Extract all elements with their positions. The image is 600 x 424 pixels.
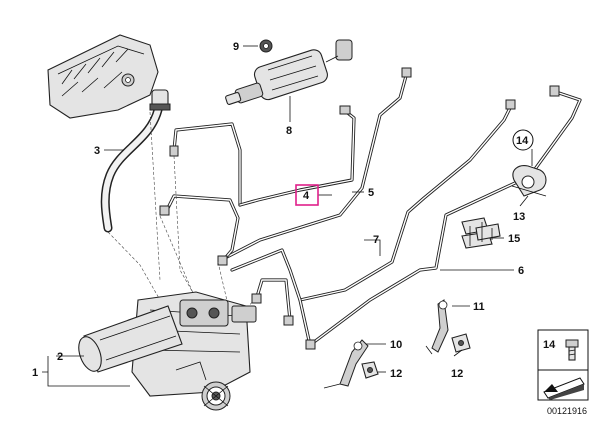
callout-9: 9 [233, 41, 239, 53]
bolt-icon [565, 339, 579, 361]
motor-gear [201, 381, 231, 411]
clip-part-12-right [451, 333, 471, 353]
arrow-symbol-icon [543, 377, 585, 400]
clip-part-12-left [361, 361, 379, 379]
catalog-number: 00121916 [547, 406, 587, 416]
callout-2: 2 [57, 351, 63, 363]
callout-11: 11 [473, 301, 485, 313]
accumulator-cylinder [78, 305, 183, 373]
legend-callout-14: 14 [543, 339, 556, 351]
pipe-part-4 [169, 105, 356, 207]
callout-leaders [42, 45, 533, 387]
callout-3: 3 [94, 145, 100, 157]
callout-12-left: 12 [390, 368, 402, 380]
pipe-part-7 [298, 99, 516, 302]
highlight-box-part-4 [295, 184, 319, 206]
hydraulic-unit-part-1 [78, 291, 257, 411]
cylinder-part-8 [225, 39, 353, 105]
connecting-pipes [159, 194, 316, 350]
hose-part-3 [100, 89, 171, 233]
bracket-part-11 [425, 299, 449, 355]
callout-circle-14 [512, 129, 534, 151]
callout-10: 10 [390, 339, 402, 351]
callout-labels: 9 8 3 4 5 7 6 14 13 15 11 10 12 12 2 1 [32, 41, 529, 380]
callout-6: 6 [518, 265, 524, 277]
callout-8: 8 [286, 125, 292, 137]
clip-set-part-15 [461, 217, 501, 249]
callout-14: 14 [516, 135, 529, 147]
callout-5: 5 [368, 187, 374, 199]
callout-4: 4 [303, 190, 310, 202]
pipe-part-6 [308, 85, 582, 347]
reservoir-housing [47, 34, 159, 119]
callout-7: 7 [373, 234, 379, 246]
bracket-part-10 [323, 339, 369, 389]
assembly-leader-lines [107, 111, 253, 319]
callout-13: 13 [513, 211, 525, 223]
holder-part-13 [511, 165, 547, 197]
pipe-part-5 [223, 67, 412, 260]
callout-15: 15 [508, 233, 520, 245]
legend-box: 14 [537, 329, 589, 401]
callout-1: 1 [32, 367, 38, 379]
callout-12-right: 12 [451, 368, 463, 380]
